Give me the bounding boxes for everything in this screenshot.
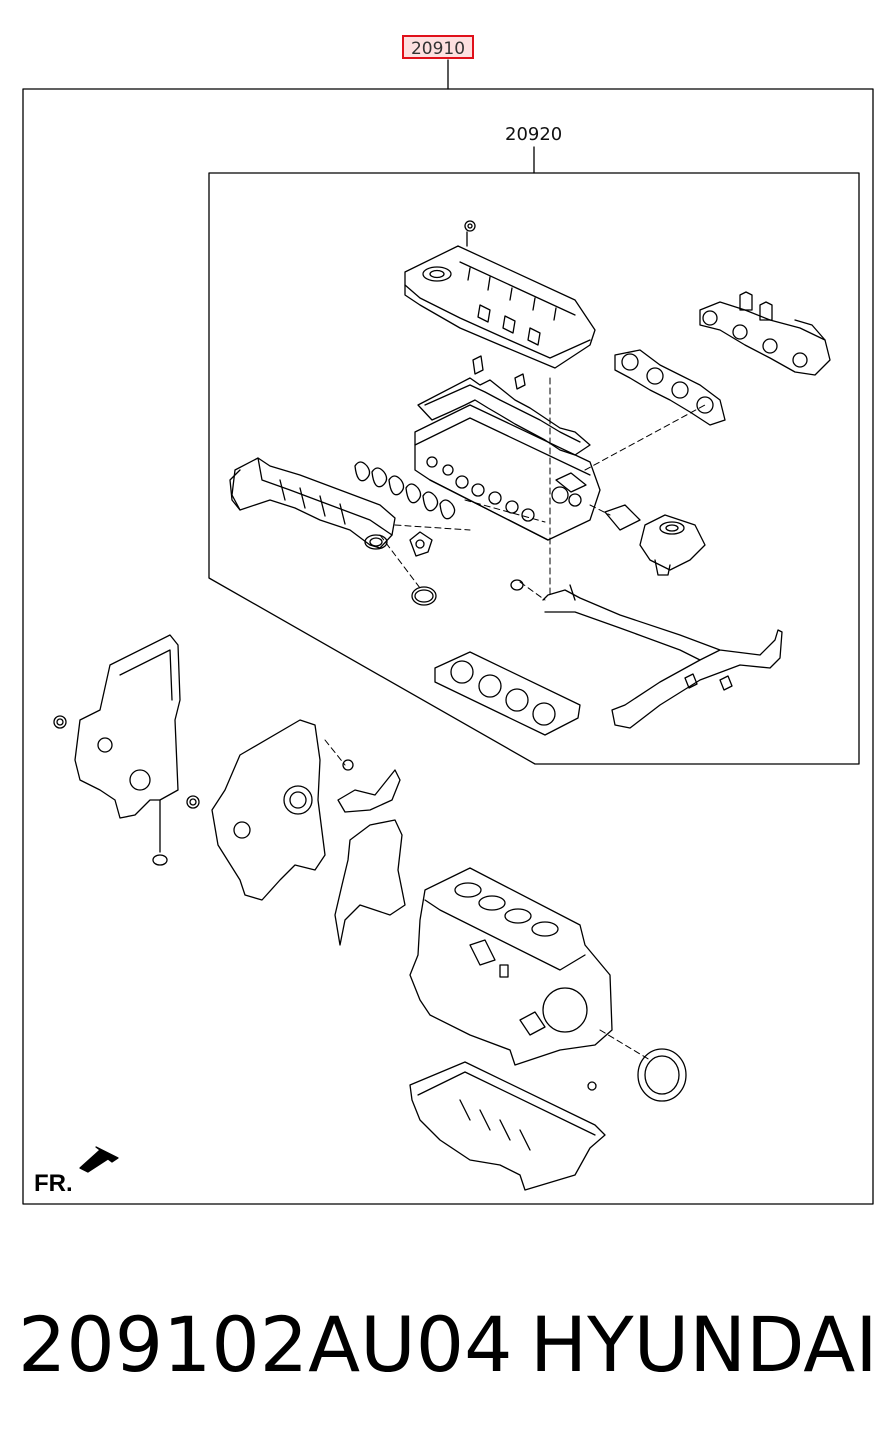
water-pipe [511, 580, 782, 728]
intake-manifold [230, 458, 432, 556]
intake-gaskets [355, 462, 455, 605]
rear-oil-seal [638, 1049, 686, 1101]
outer-frame [23, 60, 873, 1204]
callout-subkit-number[interactable]: 20920 [505, 124, 563, 145]
timing-cover-outer [54, 635, 199, 865]
timing-gasket [335, 770, 405, 945]
front-direction-label: FR. [34, 1170, 73, 1197]
oil-pan [410, 1062, 605, 1190]
cylinder-block [410, 868, 612, 1065]
thermostat-housing [605, 505, 705, 575]
exhaust-gasket [615, 350, 725, 425]
callout-kit-number[interactable]: 20910 [402, 35, 474, 59]
head-gasket [435, 652, 580, 735]
part-number: 209102AU04 [18, 1300, 513, 1389]
cylinder-head [415, 405, 600, 540]
front-direction-arrow-icon [80, 1147, 118, 1172]
valve-cover-gasket [418, 378, 590, 455]
exhaust-manifold [700, 292, 830, 375]
brand-name: HYUNDAI [530, 1300, 878, 1389]
valve-cover [405, 221, 595, 389]
assembly-dash-lines [325, 378, 705, 1060]
inner-frame [209, 147, 859, 764]
timing-cover-inner [212, 720, 353, 900]
